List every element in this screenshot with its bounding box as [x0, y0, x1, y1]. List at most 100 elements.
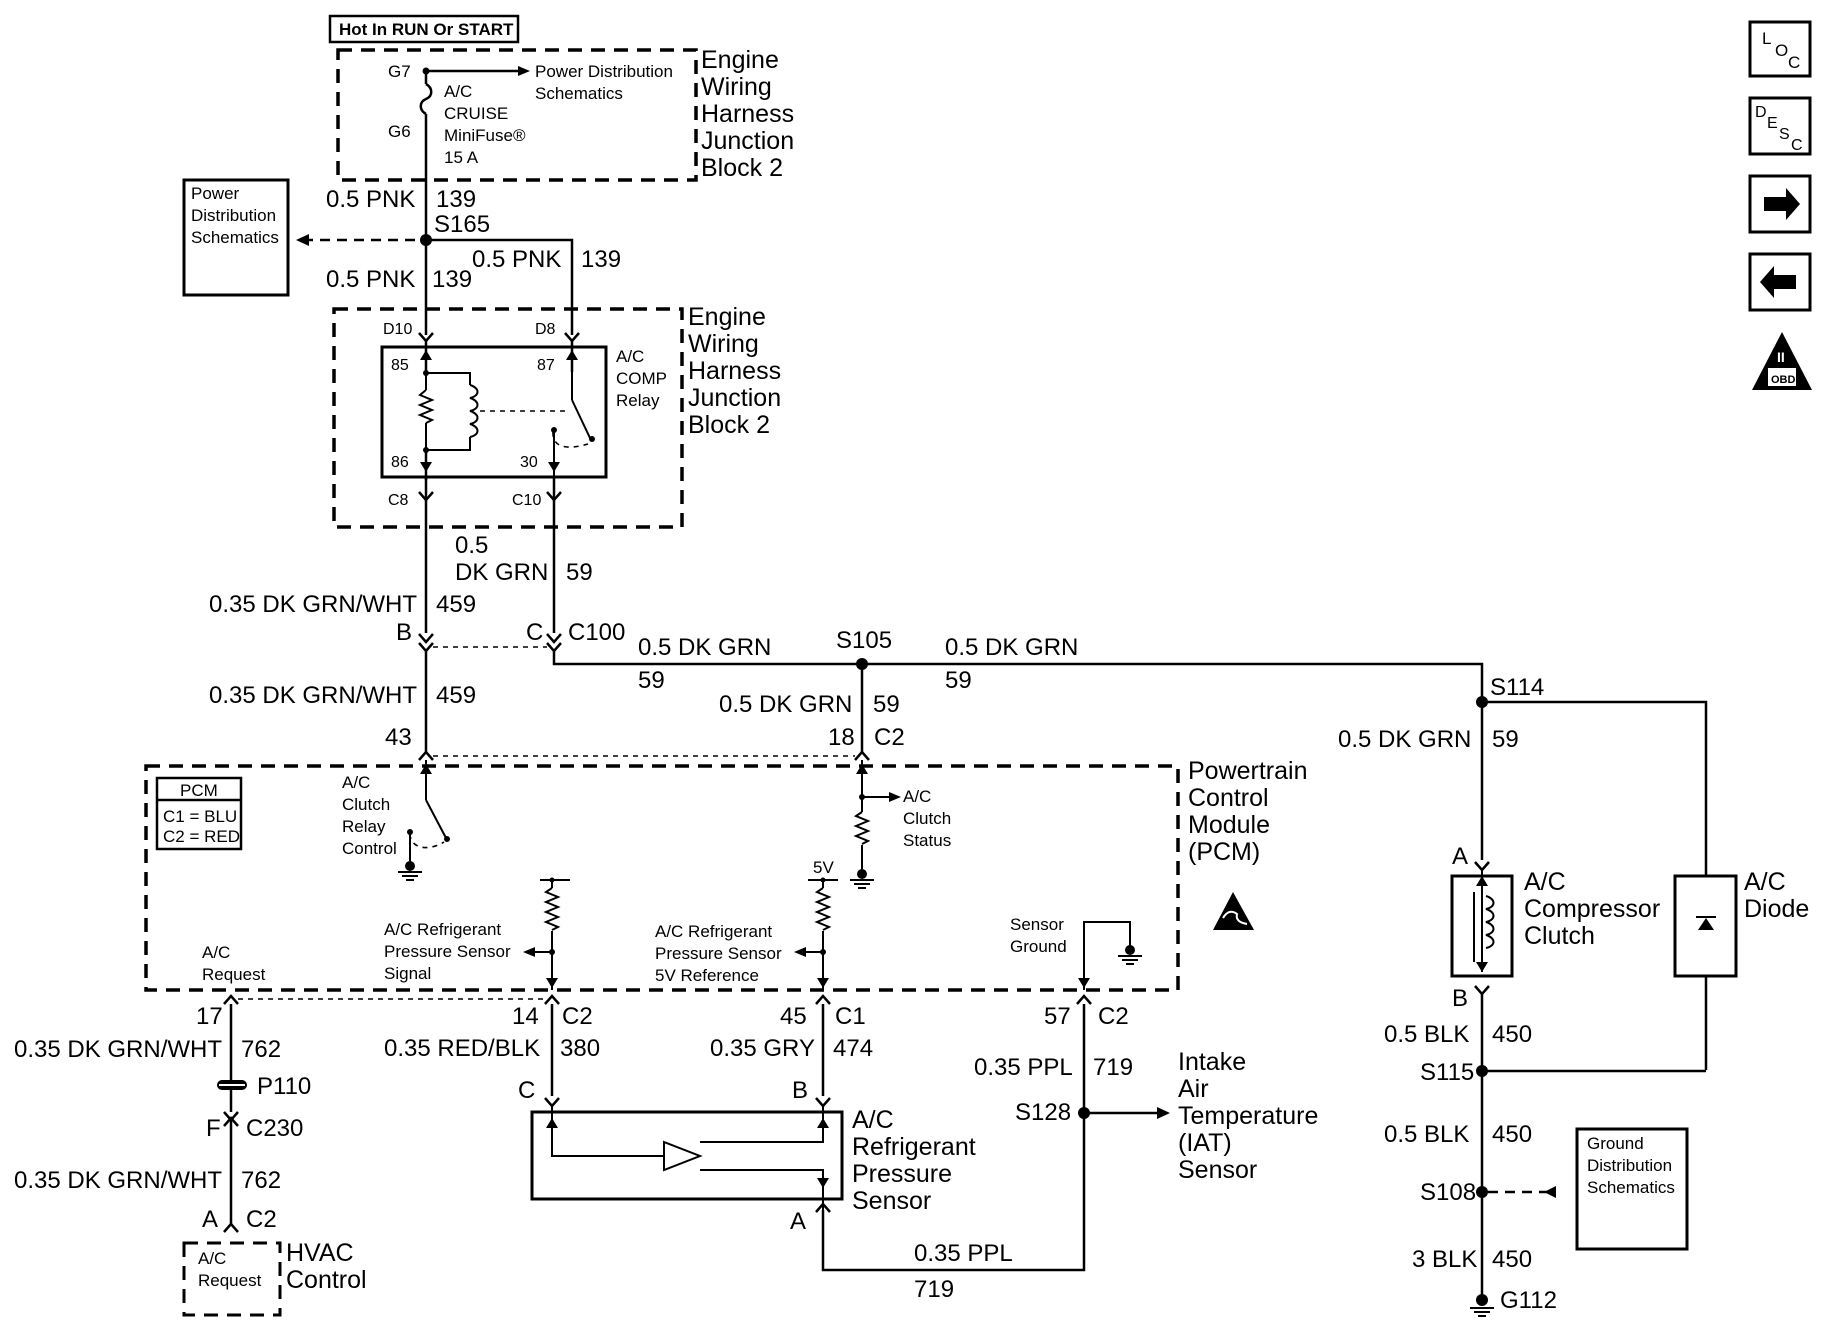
connector-sensor-a — [815, 1202, 831, 1213]
obd-ii-text: OBD II — [1771, 374, 1805, 386]
wire-s114-down-circuit: 59 — [1492, 726, 1519, 753]
iat-label-1: Intake — [1178, 1048, 1246, 1076]
relay-name-1: A/C — [616, 347, 644, 366]
c230-pin-f: F — [206, 1115, 221, 1142]
c100-pin-b: B — [396, 619, 412, 646]
wire-pnk-top-size: 0.5 PNK — [326, 186, 415, 213]
pcm-clutch-status-3: Status — [903, 831, 951, 850]
resistor-icon — [417, 389, 435, 424]
fuse-name-4: 15 A — [444, 148, 479, 167]
pcm-sensor-ground-1: Sensor — [1010, 915, 1064, 934]
pds-box-line-1: Power — [191, 184, 240, 203]
pcm-module: Powertrain Control Module (PCM) — [144, 757, 1308, 992]
esd-warning-icon — [1213, 892, 1254, 930]
pcm-pin-14-conn: C2 — [562, 1003, 593, 1030]
clutch-pin-a: A — [1452, 843, 1468, 870]
iat-label-3: Temperature — [1178, 1102, 1318, 1130]
hot-label: Hot In RUN Or START — [339, 20, 514, 39]
pcm-ref-3: 5V Reference — [655, 966, 759, 985]
pds-box[interactable]: Power Distribution Schematics — [182, 178, 290, 297]
pcm-sensor-ground-2: Ground — [1010, 937, 1067, 956]
fuse-name-1: A/C — [444, 82, 472, 101]
pin-d8: D8 — [535, 321, 556, 338]
wire-762b-size: 0.35 DK GRN/WHT — [14, 1167, 222, 1194]
connector-clutch-a — [1474, 861, 1490, 872]
wire-pnk-right-size: 0.5 PNK — [472, 246, 561, 273]
bottom-ppl-size: 0.35 PPL — [914, 1240, 1013, 1267]
desc-e: E — [1767, 115, 1778, 132]
wire-450c-circuit: 450 — [1492, 1246, 1532, 1273]
hot-label-box — [328, 14, 520, 44]
pin-d10: D10 — [383, 321, 412, 338]
relay-pin-87: 87 — [537, 357, 555, 374]
hvac-box-2: Request — [198, 1271, 262, 1290]
wire-380-size: 0.35 RED/BLK — [384, 1035, 540, 1062]
fuse-pin-g7: G7 — [388, 62, 411, 81]
pds-box-line-3: Schematics — [191, 228, 279, 247]
clutch-label-3: Clutch — [1524, 922, 1595, 950]
pcm-clutch-status-1: A/C — [903, 787, 931, 806]
desc-button[interactable]: D E S C — [1748, 96, 1812, 156]
connector-sensor-b — [815, 1097, 831, 1108]
pcm-5v: 5V — [813, 858, 834, 877]
obd-ii-button[interactable]: OBD II II — [1752, 332, 1812, 390]
wire-474-size: 0.35 GRY — [710, 1035, 815, 1062]
wire-diode-feed — [1482, 700, 1708, 876]
relay-name-2: COMP — [616, 369, 667, 388]
connector-pin-57 — [1076, 994, 1092, 1005]
pcm-signal-1: A/C Refrigerant — [384, 920, 501, 939]
wire-719-circuit: 719 — [1093, 1054, 1133, 1081]
splice-s114: S114 — [1490, 674, 1544, 701]
wire-380-circuit: 380 — [560, 1035, 600, 1062]
relay-block-label-1: Engine — [688, 303, 766, 331]
desc-c: C — [1791, 137, 1803, 154]
connector-clutch-b — [1474, 985, 1490, 996]
forward-button[interactable] — [1748, 174, 1812, 234]
compressor-clutch — [1450, 870, 1514, 978]
coil-icon — [469, 384, 479, 438]
back-button[interactable] — [1748, 252, 1812, 312]
clutch-pin-b: B — [1452, 985, 1468, 1012]
splice-s108-dot — [1476, 1186, 1488, 1198]
relay-switch-icon — [571, 399, 591, 439]
pcm-relay-ctrl-4: Control — [342, 839, 397, 858]
ground-icon — [850, 869, 874, 889]
wire-grn-relay-size: 0.5 — [455, 532, 488, 559]
fuse-name-3: MiniFuse® — [444, 126, 526, 145]
connector-c100-b — [418, 633, 434, 653]
pcm-legend: PCM C1 = BLU C2 = RED — [155, 776, 243, 851]
splice-s128: S128 — [1015, 1099, 1071, 1126]
diode-icon — [1698, 918, 1714, 930]
pcm-label-4: (PCM) — [1188, 838, 1260, 866]
pcm-pin-17: 17 — [196, 1003, 223, 1030]
wire-horiz-left-size: 0.5 DK GRN — [638, 634, 771, 661]
loc-button[interactable]: L O C — [1748, 20, 1812, 78]
fuse-block-label-1: Engine — [701, 46, 779, 74]
c230-name: C230 — [246, 1115, 303, 1142]
pcm-pin-18: 18 — [828, 724, 855, 751]
relay-pin-85: 85 — [391, 357, 409, 374]
wire-horiz-left-circuit: 59 — [638, 667, 665, 694]
connector-pin-14 — [544, 994, 560, 1005]
clutch-label-2: Compressor — [1524, 895, 1660, 923]
wire-59-horizontal — [552, 651, 1484, 700]
sensor-label-1: A/C — [852, 1106, 894, 1134]
splice-s165: S165 — [434, 211, 490, 238]
wire-grn-relay-color: DK GRN — [455, 559, 548, 586]
desc-d: D — [1755, 104, 1767, 121]
pin-c8: C8 — [388, 492, 409, 509]
pcm-pin-57: 57 — [1044, 1003, 1071, 1030]
iat-label-4: (IAT) — [1178, 1129, 1232, 1157]
wire-pnk-top-circuit: 139 — [436, 186, 476, 213]
relay-pin-30: 30 — [520, 454, 538, 471]
loc-o: O — [1775, 41, 1788, 60]
resistor-icon — [814, 887, 832, 931]
pcm-ref-2: Pressure Sensor — [655, 944, 782, 963]
arrow-left-icon — [296, 234, 309, 246]
pcm-legend-title: PCM — [180, 781, 218, 800]
ground-icon — [398, 861, 422, 881]
ground-icon — [1470, 1294, 1494, 1317]
relay-pin-86: 86 — [391, 454, 409, 471]
obd-ii-roman: II — [1777, 349, 1785, 365]
gds-box[interactable]: Ground Distribution Schematics — [1575, 1127, 1689, 1251]
